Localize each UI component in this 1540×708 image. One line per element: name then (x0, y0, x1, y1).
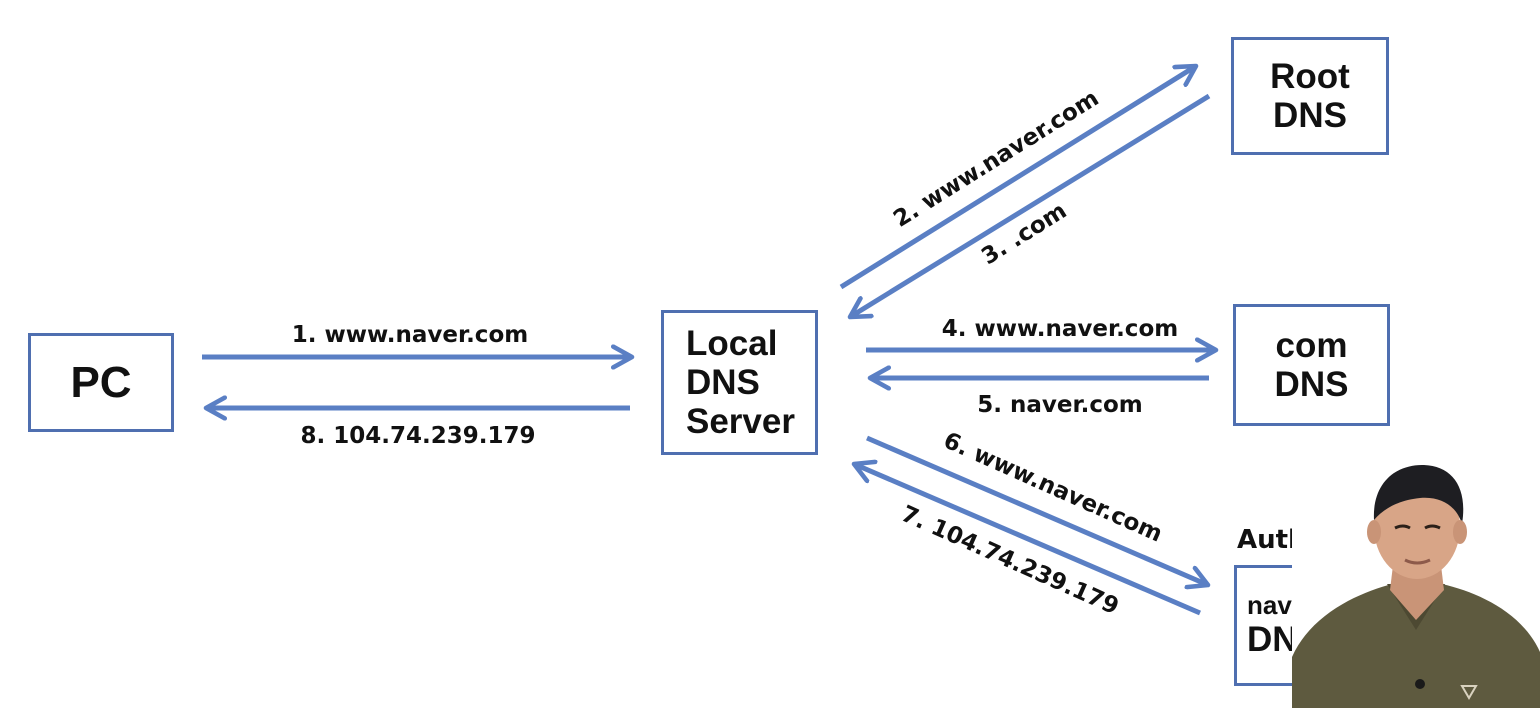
arrow-step-6 (866, 435, 1208, 585)
local-dns-line-2: DNS (686, 362, 760, 402)
com-dns-node: com DNS (1233, 304, 1390, 426)
step-label-2: 2. www.naver.com (889, 85, 1103, 232)
com-dns-line-2: DNS (1274, 365, 1349, 404)
local-dns-line-1: Local (686, 323, 778, 363)
local-dns-line-3: Server (686, 402, 795, 442)
root-dns-line-1: Root (1270, 56, 1350, 96)
arrow-step-2 (839, 66, 1196, 290)
local-dns-server-node: Local DNS Server (661, 310, 818, 455)
com-dns-line-1: com (1275, 325, 1348, 365)
step-label-4: 4. www.naver.com (942, 316, 1178, 342)
root-dns-node: Root DNS (1231, 37, 1389, 155)
step-label-5: 5. naver.com (977, 392, 1142, 418)
arrow-step-3 (850, 93, 1211, 317)
pc-node: PC (28, 333, 174, 432)
step-label-1: 1. www.naver.com (292, 322, 528, 348)
pc-node-label: PC (70, 357, 132, 407)
arrow-step-7 (854, 464, 1201, 616)
root-dns-line-2: DNS (1273, 96, 1347, 135)
step-label-7: 7. 104.74.239.179 (897, 501, 1122, 620)
presenter-video-overlay (1292, 462, 1540, 708)
step-label-8: 8. 104.74.239.179 (301, 423, 536, 449)
